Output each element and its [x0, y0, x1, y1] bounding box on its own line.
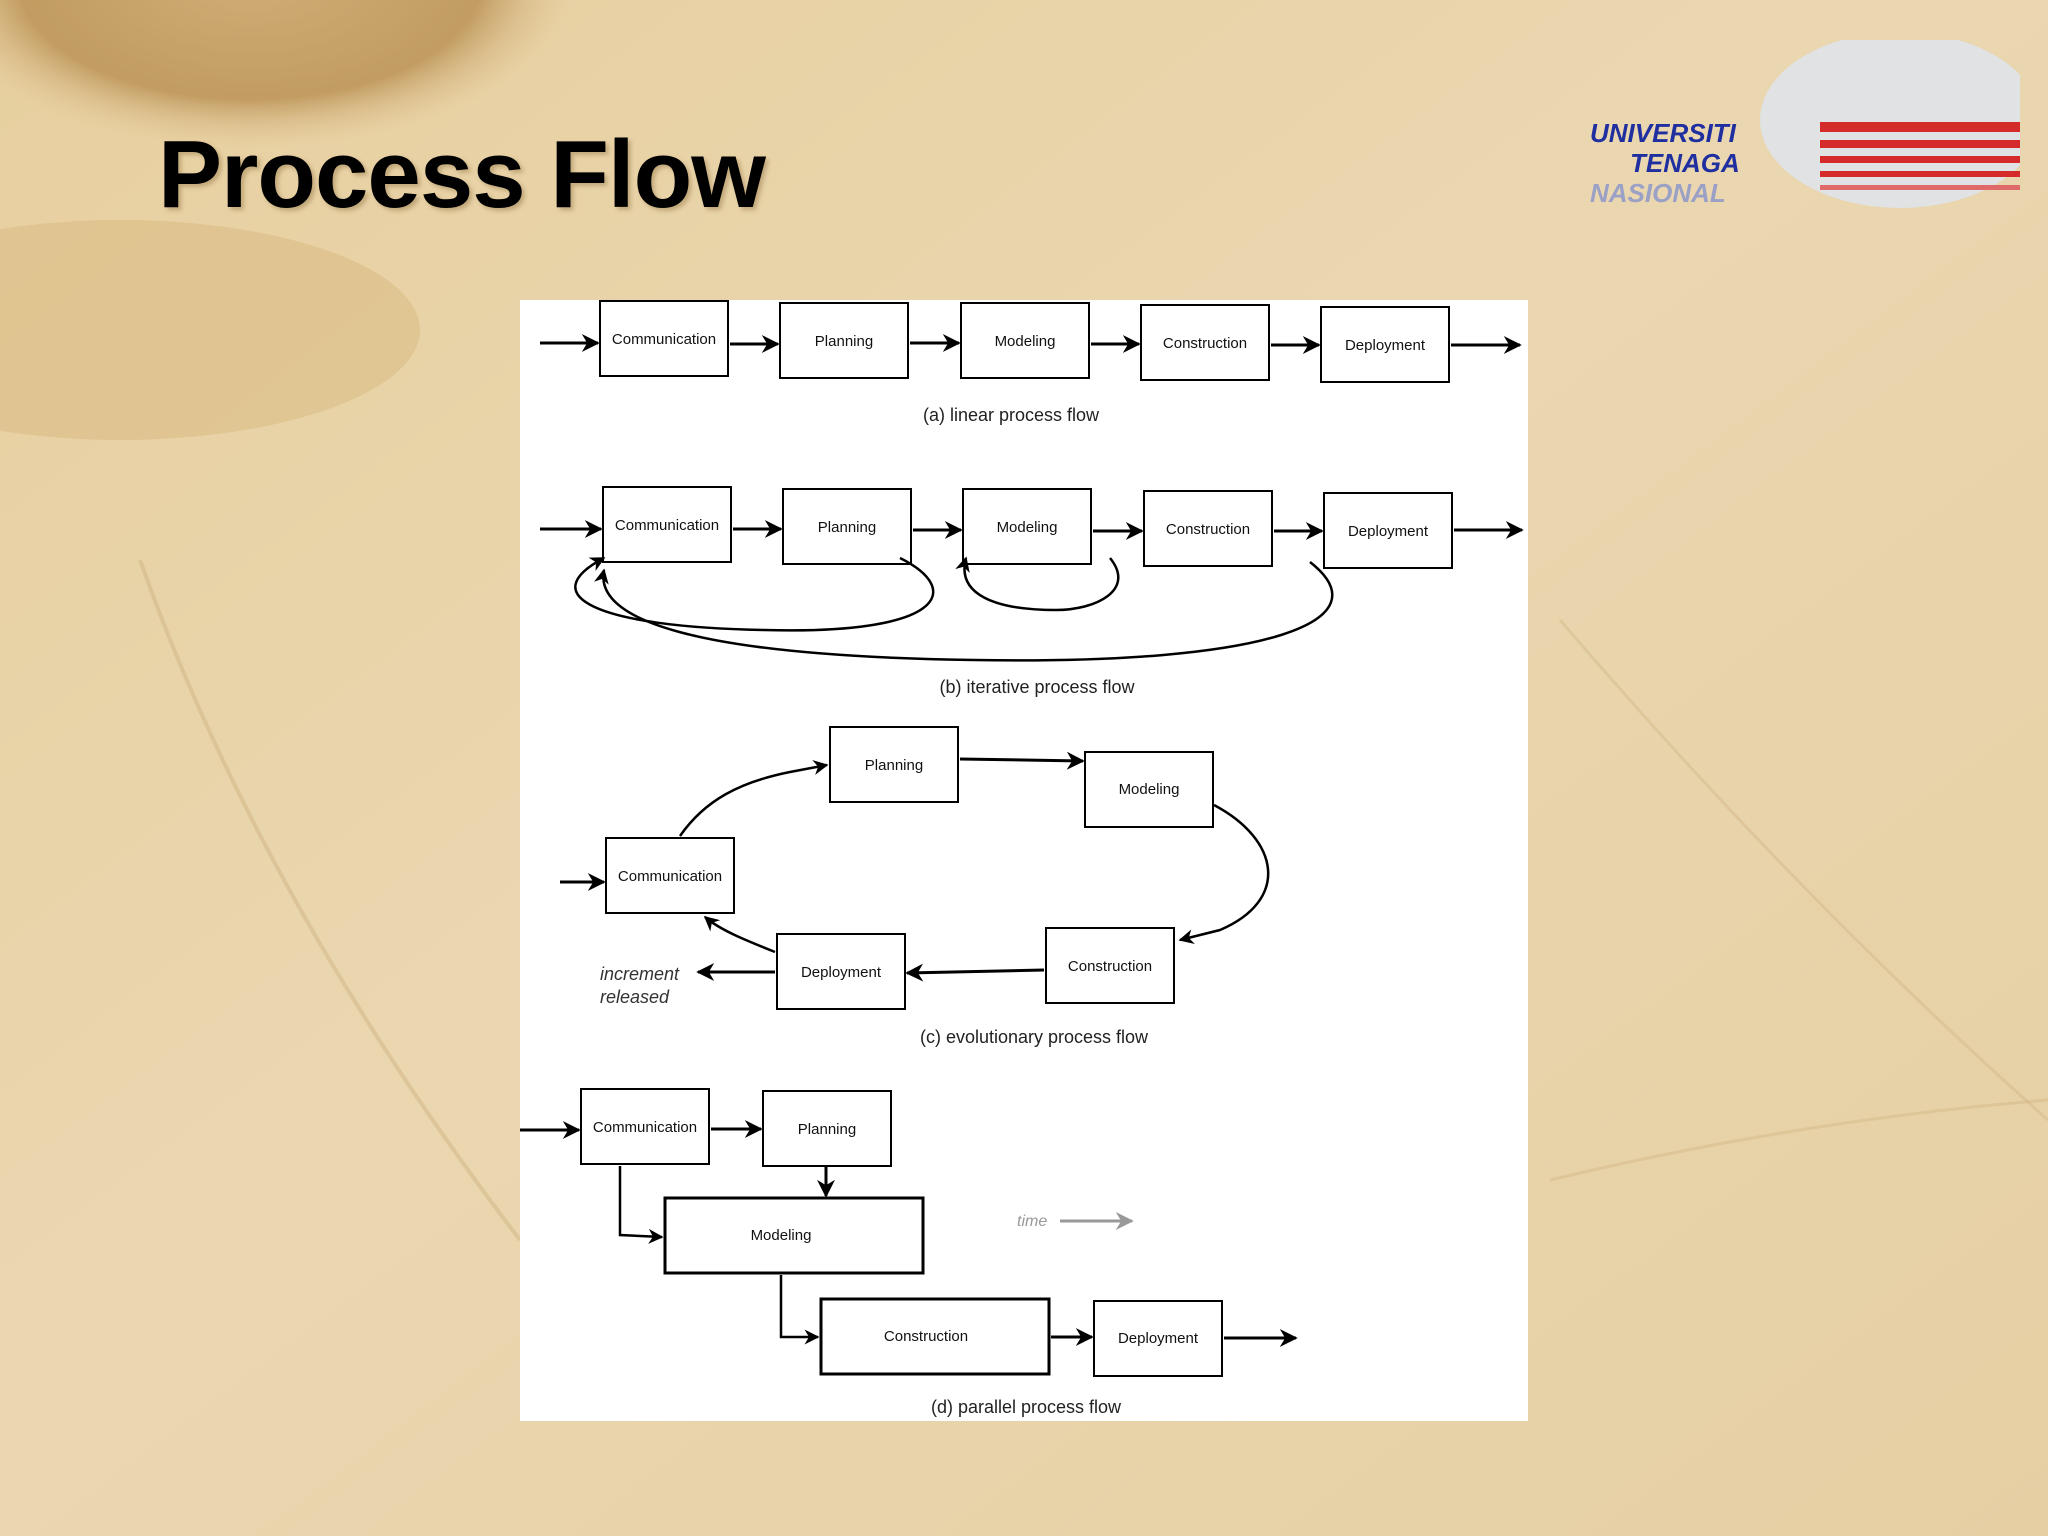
a-planning-label: Planning: [815, 333, 873, 350]
b-deployment-label: Deployment: [1348, 523, 1429, 540]
b-construction-label: Construction: [1166, 521, 1250, 538]
b-loop-construction: [594, 561, 1334, 662]
c-planning-label: Planning: [865, 757, 923, 774]
logo-stripe: [1820, 140, 2020, 148]
slide-title: Process Flow: [158, 121, 766, 228]
a-modeling-box: [960, 302, 1090, 379]
a-deployment-label: Deployment: [1345, 337, 1426, 354]
logo-stripe: [1820, 122, 2020, 132]
c-planning-box: [829, 726, 959, 803]
b-communication-label: Communication: [615, 517, 719, 534]
c-arrow-to-communication: [703, 916, 776, 954]
logo-text-line1: UNIVERSITI: [1590, 118, 1737, 148]
c-modeling-label: Modeling: [1119, 781, 1180, 798]
d-modeling-box: [663, 1196, 925, 1275]
d-caption: (d) parallel process flow: [931, 1397, 1122, 1417]
a-construction-label: Construction: [1163, 335, 1247, 352]
b-loop-modeling: [955, 556, 1120, 612]
c-increment-label-line1: increment: [600, 964, 680, 984]
logo-stripe: [1820, 185, 2020, 190]
c-modeling-box: [1084, 751, 1214, 828]
c-arrow-to-planning: [678, 760, 829, 837]
b-deployment-box: [1323, 492, 1453, 569]
c-deployment-box: [776, 933, 906, 1010]
d-construction-label: Construction: [884, 1328, 968, 1345]
a-caption: (a) linear process flow: [923, 405, 1100, 425]
b-loop-planning: [574, 556, 935, 632]
d-deployment-label: Deployment: [1118, 1330, 1199, 1347]
b-caption: (b) iterative process flow: [939, 677, 1135, 697]
logo-text-line2: TENAGA: [1630, 148, 1740, 178]
d-deployment-box: [1093, 1300, 1223, 1377]
a-communication-label: Communication: [612, 331, 716, 348]
a-deployment-box: [1320, 306, 1450, 383]
b-communication-box: [602, 486, 732, 563]
university-logo: UNIVERSITI TENAGA NASIONAL: [1590, 40, 2020, 208]
c-arrow: [905, 963, 1045, 982]
logo-stripe: [1820, 171, 2020, 177]
a-planning-box: [779, 302, 909, 379]
b-modeling-label: Modeling: [997, 519, 1058, 536]
time-label: time: [1017, 1213, 1047, 1230]
c-construction-box: [1045, 927, 1175, 1004]
b-modeling-box: [962, 488, 1092, 565]
a-construction-box: [1140, 304, 1270, 381]
c-arrow-to-construction: [1178, 803, 1270, 945]
a-modeling-label: Modeling: [995, 333, 1056, 350]
d-modeling-label: Modeling: [751, 1227, 812, 1244]
d-arrow-to-construction: [779, 1275, 820, 1345]
b-construction-box: [1143, 490, 1273, 567]
process-flow-diagram: Communication Planning Modeling Construc…: [520, 300, 1528, 1421]
b-planning-box: [782, 488, 912, 565]
c-construction-label: Construction: [1068, 958, 1152, 975]
logo-stripe: [1820, 156, 2020, 163]
c-communication-label: Communication: [618, 868, 722, 885]
d-communication-label: Communication: [593, 1119, 697, 1136]
a-communication-box: [599, 300, 729, 377]
d-arrow-to-modeling: [618, 1166, 664, 1244]
c-arrow: [959, 751, 1085, 770]
d-communication-box: [580, 1088, 710, 1165]
c-increment-label-line2: released: [600, 987, 670, 1007]
b-planning-label: Planning: [818, 519, 876, 536]
d-construction-box: [819, 1297, 1051, 1376]
d-planning-label: Planning: [798, 1121, 856, 1138]
d-planning-box: [762, 1090, 892, 1167]
c-caption: (c) evolutionary process flow: [920, 1027, 1149, 1047]
c-deployment-label: Deployment: [801, 964, 882, 981]
c-communication-box: [605, 837, 735, 914]
logo-text-line3: NASIONAL: [1590, 178, 1726, 208]
